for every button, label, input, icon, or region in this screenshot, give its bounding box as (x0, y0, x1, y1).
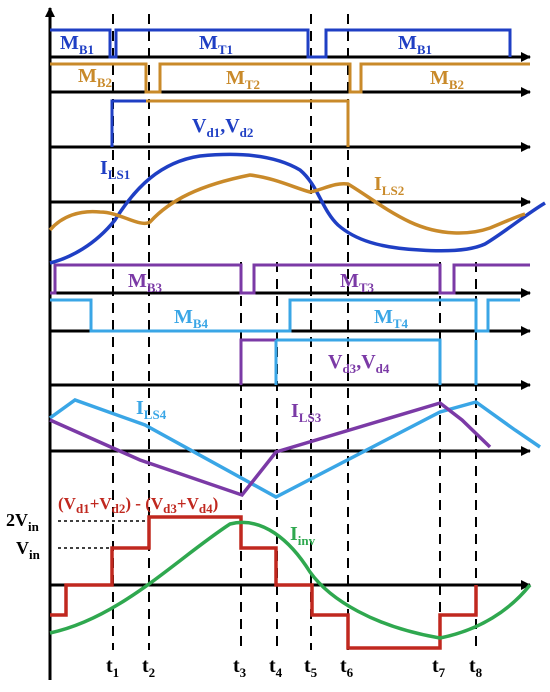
label-mt1: MT1 (199, 32, 233, 57)
t2-label: t2 (142, 655, 155, 680)
vd12-waveform (110, 99, 146, 147)
mb1-mt1-waveform (50, 28, 512, 59)
mb3-mt3-waveform (50, 263, 530, 295)
label-ils4: ILS4 (136, 397, 167, 422)
t1-label: t1 (106, 655, 119, 680)
label-2vin: 2Vin (6, 510, 40, 534)
iinv-curve (49, 520, 532, 640)
label-vd12: Vd1,Vd2 (192, 115, 253, 140)
label-mt2: MT2 (226, 67, 260, 92)
t7-label: t7 (432, 655, 446, 680)
label-mb1-left: MB1 (60, 32, 94, 57)
label-mb2-left: MB2 (78, 65, 112, 90)
label-ils3: ILS3 (291, 400, 322, 425)
label-ils2: ILS2 (374, 173, 404, 198)
label-mt4: MT4 (374, 306, 409, 331)
ils3-curve (49, 401, 492, 498)
label-mt3: MT3 (340, 270, 375, 295)
vd34-waveform-purple (239, 338, 276, 385)
label-mb2-right: MB2 (430, 67, 464, 92)
ils1-curve (49, 152, 546, 265)
ils4-curve (48, 398, 541, 499)
vinv-waveform (50, 515, 478, 650)
vd12-waveform-orange (146, 99, 350, 147)
t8-label: t8 (469, 655, 483, 680)
t6-label: t6 (340, 655, 354, 680)
label-vd34: Vd3,Vd4 (328, 351, 390, 376)
ils2-curve (48, 173, 526, 235)
label-mb4: MB4 (174, 306, 209, 331)
time-labels: t1 t2 t3 t4 t5 t6 t7 t8 (106, 655, 483, 680)
label-mb1-right: MB1 (398, 32, 432, 57)
t4-label: t4 (269, 655, 283, 680)
mb4-mt4-waveform (50, 298, 520, 333)
label-vin: Vin (16, 538, 41, 562)
label-vexpr: (Vd1+Vd2) - (Vd3+Vd4) (58, 494, 218, 516)
vd34-waveform-blue (276, 338, 442, 385)
mb2-mt2-waveform (50, 62, 530, 94)
t3-label: t3 (233, 655, 247, 680)
t5-label: t5 (304, 655, 318, 680)
label-iinv: Iinv (290, 523, 316, 548)
label-ils1: ILS1 (100, 157, 130, 182)
label-mb3: MB3 (128, 270, 163, 295)
